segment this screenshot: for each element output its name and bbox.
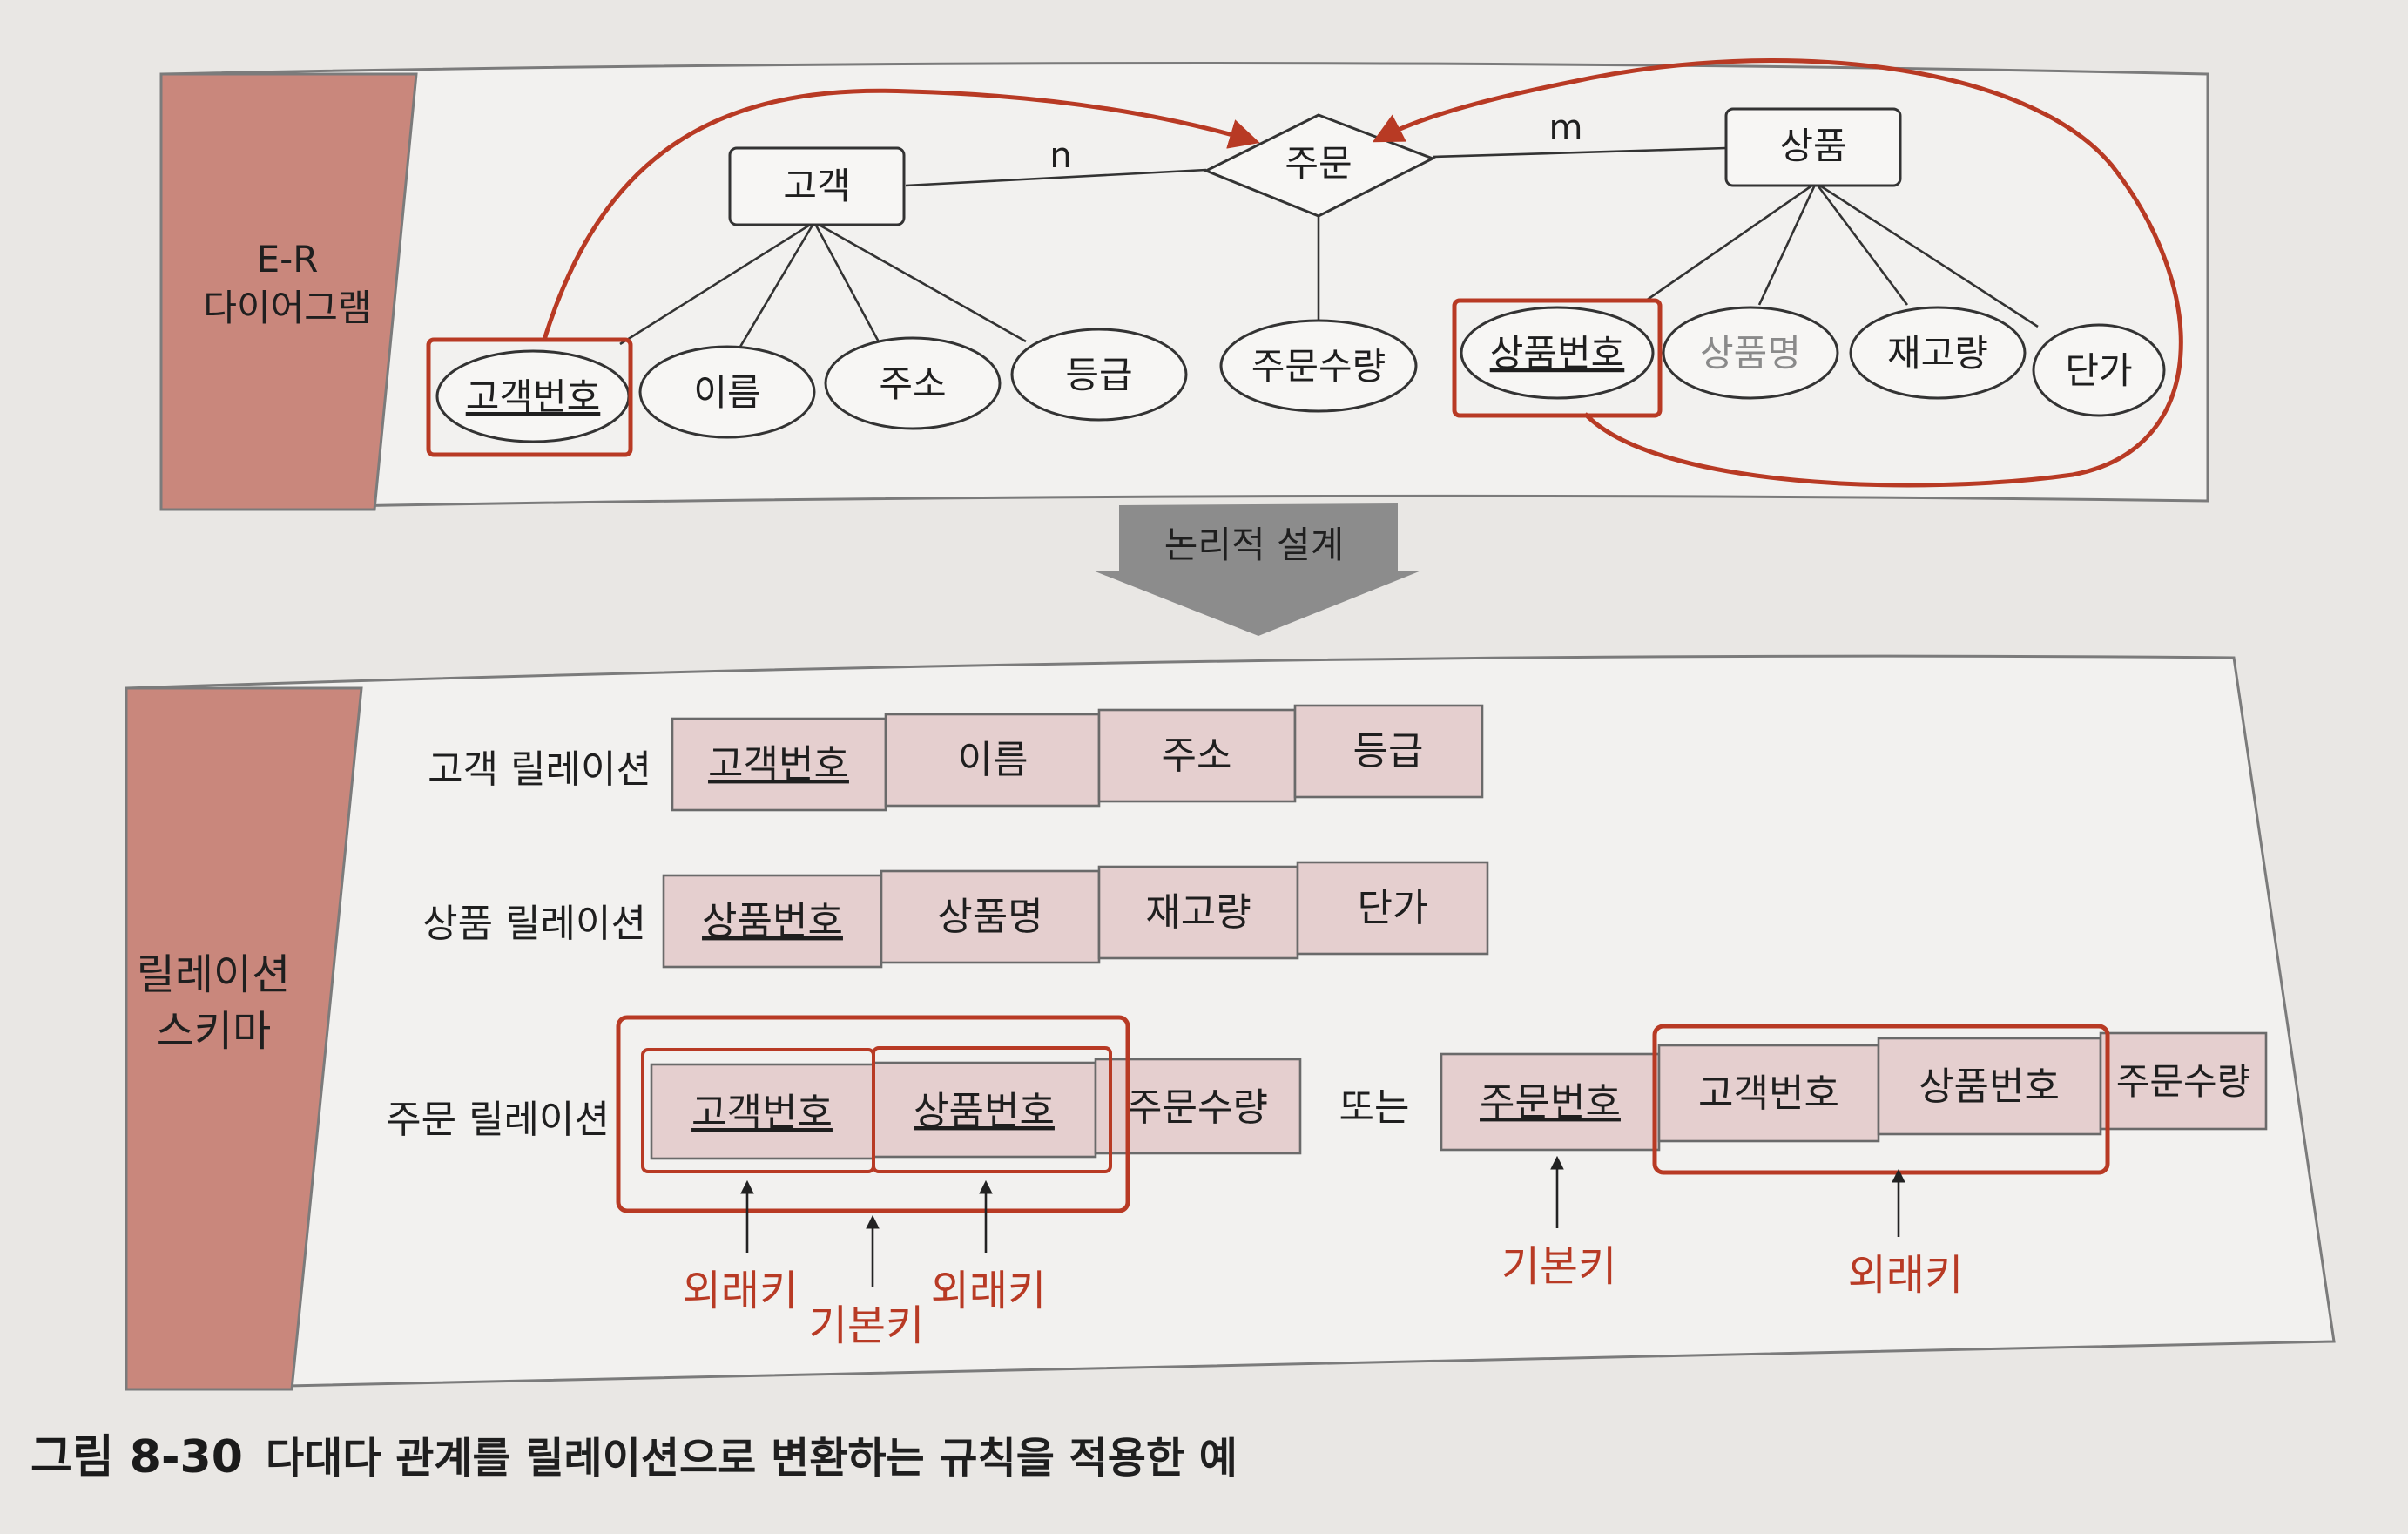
cardinality-n: n [1049,136,1071,176]
svg-text:등급: 등급 [1065,354,1132,396]
order-alt-col-3: 상품번호 [1919,1064,2060,1109]
order-relation-label: 주문 릴레이션 [386,1098,610,1142]
er-panel: E-R 다이어그램 고객 상품 주문 n m [159,58,2209,511]
customer-col-3: 주소 [1162,733,1232,778]
order-col-3: 주문수량 [1127,1085,1268,1130]
fk-label-1: 외래키 [683,1267,798,1315]
attr-address: 주소 [824,336,1002,430]
cardinality-m: m [1549,108,1583,148]
highlight-order-alt-fk [1652,1024,2110,1175]
pk-label-1: 기본키 [809,1301,924,1350]
entity-product-label: 상품 [1779,125,1846,167]
caption-number: 그림 8-30 [30,1431,243,1483]
order-relation-table: 고객번호 상품번호 주문수량 [616,1015,1302,1213]
schema-side-label-1: 릴레이션 [137,950,291,999]
caption-text: 다대다 관계를 릴레이션으로 변환하는 규칙을 적용한 예 [266,1434,1238,1483]
customer-col-4: 등급 [1353,729,1424,774]
highlight-order-pk [616,1015,1130,1213]
svg-text:재고량: 재고량 [1887,332,1988,375]
fk-label-3: 외래키 [1848,1251,1963,1300]
highlight-product-id [1452,298,1663,418]
or-label: 또는 [1339,1085,1410,1130]
product-col-2: 상품명 [937,895,1042,939]
svg-text:상품번호: 상품번호 [1490,332,1625,375]
attr-name: 이름 [638,345,816,439]
svg-text:상품명: 상품명 [1700,332,1801,375]
customer-relation-label: 고객 릴레이션 [428,747,651,792]
order-col-2: 상품번호 [914,1089,1055,1133]
entity-customer: 고객 [728,146,906,226]
figure-caption: 그림 8-30 다대다 관계를 릴레이션으로 변환하는 규칙을 적용한 예 [30,1431,1238,1483]
svg-text:주소: 주소 [879,362,946,405]
attr-price: 단가 [2032,323,2166,417]
er-side-tab [159,72,418,511]
schema-side-tab [125,686,363,1391]
attr-product-id: 상품번호 [1460,306,1655,400]
order-alt-col-2: 고객번호 [1698,1071,1839,1116]
pk-label-2: 기본키 [1501,1242,1616,1291]
svg-text:주문수량: 주문수량 [1251,345,1386,388]
arrow-fk-customer [542,88,1260,341]
svg-text:고객번호: 고객번호 [466,375,601,418]
arrow-fk-product [1372,58,2183,488]
schema-side-label-2: 스키마 [156,1007,271,1056]
product-relation-label: 상품 릴레이션 [422,902,646,946]
attr-product-name: 상품명 [1662,306,1839,400]
attr-grade: 등급 [1010,328,1188,422]
attr-stock: 재고량 [1849,306,2027,400]
product-col-3: 재고량 [1145,890,1251,935]
order-alt-col-4: 주문수량 [2116,1060,2251,1103]
order-col-1: 고객번호 [691,1091,833,1135]
logical-design-label: 논리적 설계 [1164,524,1345,566]
attr-customer-id: 고객번호 [435,349,631,443]
customer-col-1: 고객번호 [708,742,849,787]
schema-panel: 릴레이션 스키마 고객 릴레이션 고객번호 이름 주소 등급 상품 릴레이션 상… [125,654,2336,1391]
entity-product: 상품 [1724,107,1902,187]
order-alt-col-1: 주문번호 [1480,1080,1621,1125]
product-col-4: 단가 [1358,886,1428,930]
svg-text:단가: 단가 [2065,349,2132,392]
er-side-label-1: E-R [257,238,319,280]
highlight-order-fk-2 [872,1046,1112,1173]
svg-text:이름: 이름 [693,371,760,414]
logical-design-arrow: 논리적 설계 [1093,503,1421,636]
product-relation-table: 상품번호 상품명 재고량 단가 [662,861,1489,969]
fk-label-2: 외래키 [931,1267,1046,1315]
customer-col-2: 이름 [958,738,1029,782]
order-relation-alt-table: 주문번호 고객번호 상품번호 주문수량 [1440,1024,2268,1175]
attr-order-qty: 주문수량 [1219,319,1418,413]
entity-customer-label: 고객 [783,165,850,207]
highlight-customer-id [426,337,633,457]
relationship-order-label: 주문 [1285,142,1352,185]
product-col-1: 상품번호 [702,899,843,943]
er-side-label-2: 다이어그램 [203,287,371,329]
customer-relation-table: 고객번호 이름 주소 등급 [671,704,1484,812]
